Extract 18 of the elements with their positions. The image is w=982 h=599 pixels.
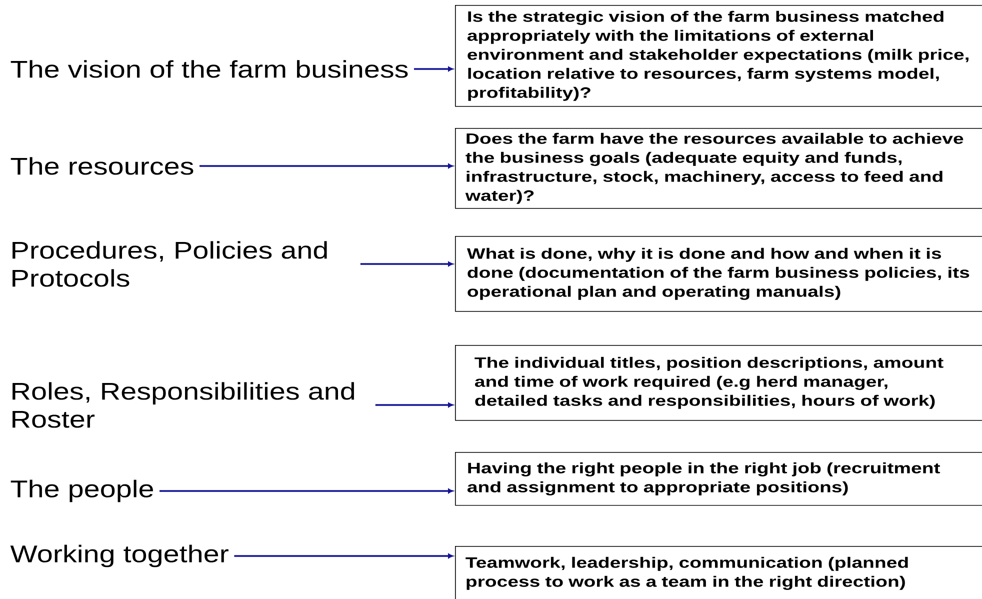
description-box: Is the strategic vision of the farm business matched appropriately with the limitations of external environment and stakeholder expectations (milk price, location relative to resources, farm systems model, profitability)?: [455, 4, 982, 107]
label-text: The resources: [10, 157, 194, 175]
label-text: Procedures, Policies and Protocols: [12, 241, 327, 287]
label-text: The vision of the farm business: [10, 60, 408, 78]
label-text: The people: [10, 480, 153, 502]
arrow: [234, 554, 454, 558]
description-box: Teamwork, leadership, communication (planned process to work as a team in the right direction): [455, 546, 982, 599]
arrow: [160, 488, 454, 494]
label-text: Roles, Responsibilities and Roster: [12, 382, 354, 428]
arrow: [375, 402, 454, 408]
description-box: Having the right people in the right job (recruitment and assignment to appropriate positions): [455, 452, 982, 506]
description-box: What is done, why it is done and how and when it is done (documentation of the farm business policies, its operational plan and operating manuals): [455, 236, 982, 312]
label-text: Working together: [10, 544, 228, 568]
arrow: [360, 262, 454, 266]
arrow: [414, 66, 454, 72]
arrow: [199, 164, 454, 168]
description-box: Does the farm have the resources available to achieve the business goals (adequate equity and funds, infrastructure, stock, machinery, access to feed and water)?: [455, 128, 982, 209]
description-box: The individual titles, position descriptions, amount and time of work required (e.g herd manager, detailed tasks and responsibilities, hours of work): [455, 345, 982, 421]
